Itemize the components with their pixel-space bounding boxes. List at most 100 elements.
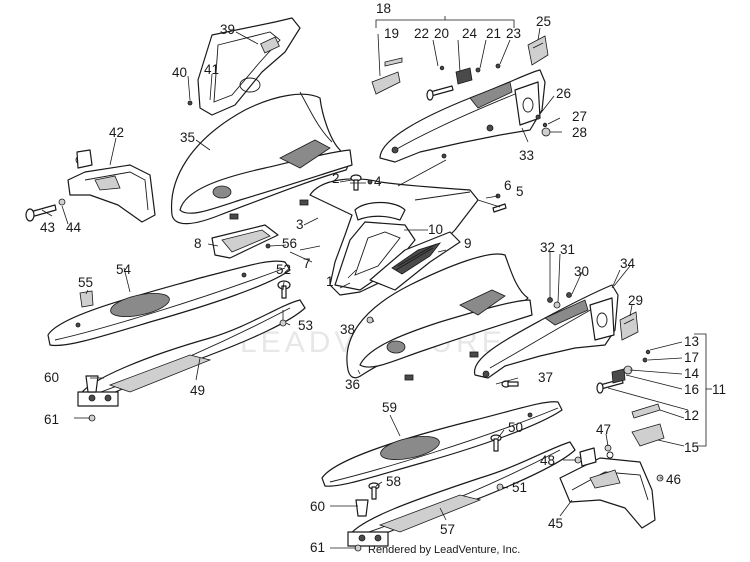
part-59-floor-mat xyxy=(321,401,563,487)
part-54-floor-mat xyxy=(47,260,291,347)
screw-58 xyxy=(368,482,380,500)
callout-4: 4 xyxy=(374,174,382,189)
screw-40 xyxy=(187,100,193,106)
callout-57: 57 xyxy=(440,522,455,537)
part-19-clip xyxy=(371,71,401,95)
washer-28 xyxy=(541,127,551,137)
screw-56 xyxy=(265,243,271,249)
callout-40: 40 xyxy=(172,65,187,80)
callout-21: 21 xyxy=(486,26,501,41)
callout-48: 48 xyxy=(540,453,555,468)
part-9-grille-panel xyxy=(369,231,461,291)
washer-21 xyxy=(475,67,481,73)
screw-43 xyxy=(25,204,57,222)
callout-11: 11 xyxy=(712,382,726,397)
callout-42: 42 xyxy=(109,125,124,140)
part-57-floor-frame xyxy=(347,441,576,547)
callout-9: 9 xyxy=(464,236,472,251)
screw-20 xyxy=(426,85,454,101)
callout-31: 31 xyxy=(560,242,575,257)
callout-46: 46 xyxy=(666,472,681,487)
screw-37 xyxy=(501,380,519,388)
callout-32: 32 xyxy=(540,240,555,255)
part-1-center-trunk xyxy=(309,178,479,296)
callout-58: 58 xyxy=(386,474,401,489)
part-12-pin xyxy=(631,403,661,419)
callout-28: 28 xyxy=(572,125,587,140)
part-42-bracket xyxy=(67,149,156,223)
callout-24: 24 xyxy=(462,26,478,41)
callout-53: 53 xyxy=(298,318,313,333)
callout-59: 59 xyxy=(382,400,397,415)
screw-38 xyxy=(366,316,374,324)
callout-33: 33 xyxy=(519,148,534,163)
callout-50: 50 xyxy=(508,420,523,435)
callout-44: 44 xyxy=(66,220,82,235)
callout-51: 51 xyxy=(512,480,527,495)
washer-44 xyxy=(58,198,66,206)
callout-36: 36 xyxy=(345,377,360,392)
part-15-clip xyxy=(631,423,665,447)
callout-35: 35 xyxy=(180,130,195,145)
callout-16: 16 xyxy=(684,382,699,397)
callout-27: 27 xyxy=(572,109,587,124)
callout-60-lower: 60 xyxy=(310,499,325,514)
washer-31 xyxy=(553,301,561,309)
washer-13 xyxy=(645,349,651,355)
callout-41: 41 xyxy=(204,62,219,77)
part-34-rail-cover xyxy=(474,284,619,379)
screw-26 xyxy=(535,114,541,120)
washer-32 xyxy=(547,297,553,303)
callout-23: 23 xyxy=(506,26,521,41)
callout-54: 54 xyxy=(116,262,132,277)
screw-60-lower xyxy=(355,499,369,517)
callout-47: 47 xyxy=(596,422,611,437)
callout-60-upper: 60 xyxy=(44,370,59,385)
callout-61-upper: 61 xyxy=(44,412,59,427)
callout-15: 15 xyxy=(684,440,699,455)
part-16-nut xyxy=(611,368,626,384)
callout-37: 37 xyxy=(538,370,553,385)
callout-38: 38 xyxy=(340,322,355,337)
clip-7 xyxy=(441,153,447,159)
callout-26: 26 xyxy=(556,86,571,101)
callout-3: 3 xyxy=(296,217,304,232)
leader-lines xyxy=(41,16,712,549)
callout-14: 14 xyxy=(684,366,700,381)
footer-credit: Rendered by LeadVenture, Inc. xyxy=(368,544,520,556)
washer-17 xyxy=(642,357,648,363)
callout-20: 20 xyxy=(434,26,449,41)
callout-61-lower: 61 xyxy=(310,540,325,555)
callout-56: 56 xyxy=(282,236,297,251)
part-8-panel xyxy=(211,224,279,259)
callout-25: 25 xyxy=(536,14,551,29)
part-22-pin xyxy=(384,57,403,67)
callout-45: 45 xyxy=(548,516,563,531)
screw-4 xyxy=(367,179,373,185)
part-24-nut xyxy=(455,67,473,85)
part-35-side-cover xyxy=(170,91,353,225)
callout-17: 17 xyxy=(684,350,699,365)
callout-labels: 39 40 41 42 35 43 44 8 3 2 4 6 5 18 19 2… xyxy=(40,1,726,555)
callout-29: 29 xyxy=(628,293,643,308)
callout-10: 10 xyxy=(428,222,443,237)
callout-12: 12 xyxy=(684,408,699,423)
part-29-badge xyxy=(619,311,639,341)
callout-55: 55 xyxy=(78,275,93,290)
part-39-bracket xyxy=(197,17,301,116)
part-33-rail-cover xyxy=(379,69,546,163)
callout-18: 18 xyxy=(376,1,391,16)
callout-30: 30 xyxy=(574,264,589,279)
screw-30 xyxy=(566,292,572,298)
part-45-bracket xyxy=(559,447,656,529)
callout-2: 2 xyxy=(332,171,340,186)
callout-22: 22 xyxy=(414,26,429,41)
washer-27 xyxy=(542,122,548,128)
callout-19: 19 xyxy=(384,26,399,41)
part-49-floor-frame xyxy=(77,299,306,407)
screw-5 xyxy=(492,203,507,213)
screw-50 xyxy=(490,434,502,452)
callout-5: 5 xyxy=(516,184,524,199)
callout-52: 52 xyxy=(276,262,291,277)
